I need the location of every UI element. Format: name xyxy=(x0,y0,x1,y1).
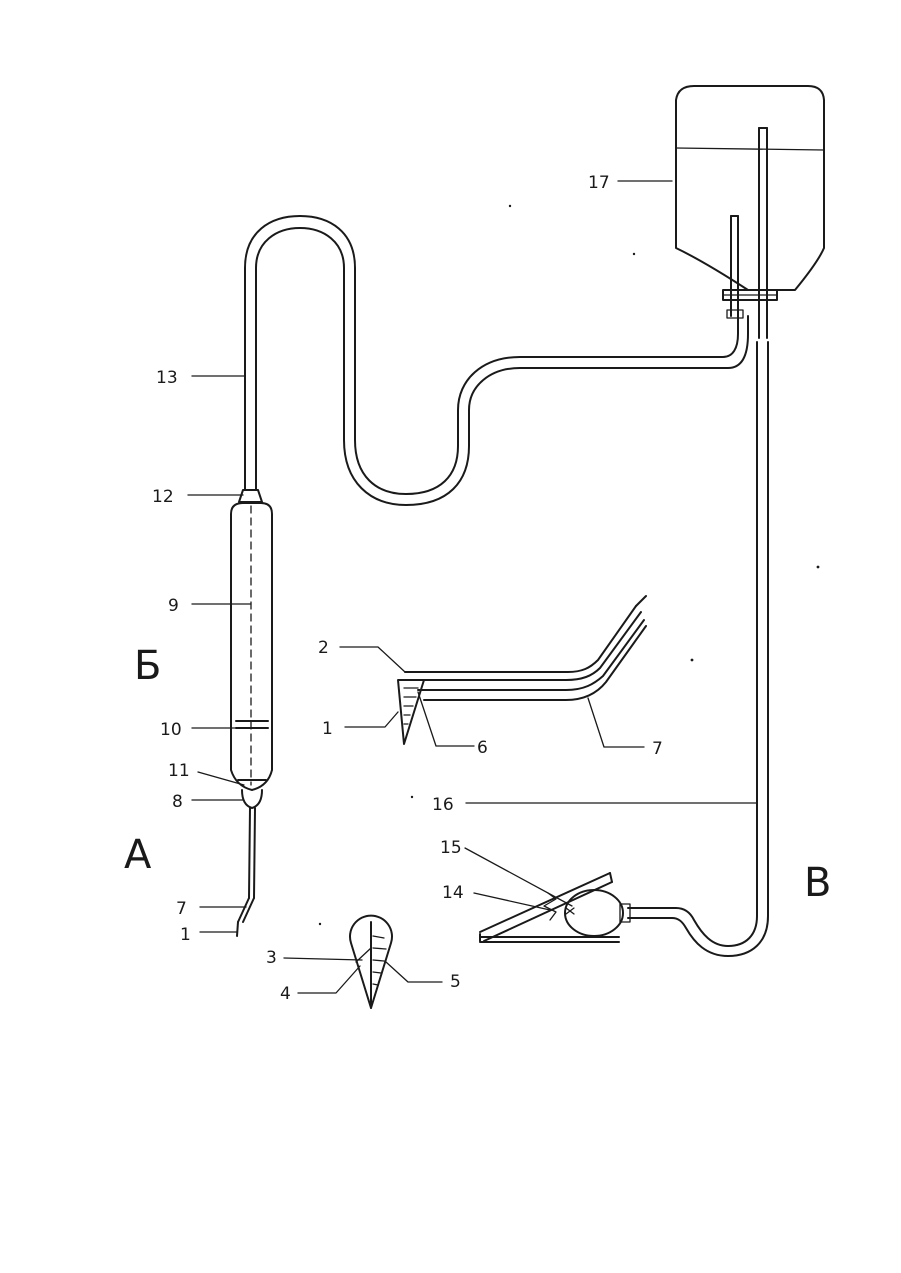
label-1-tip: 1 xyxy=(322,719,333,739)
label-15: 15 xyxy=(440,838,462,858)
section-label-v: В xyxy=(804,860,831,906)
label-12: 12 xyxy=(152,487,174,507)
label-2: 2 xyxy=(318,638,329,658)
handpiece xyxy=(231,490,272,936)
reservoir-bottle xyxy=(676,86,824,338)
label-8: 8 xyxy=(172,792,183,812)
leader-lines xyxy=(188,181,757,993)
label-5: 5 xyxy=(450,972,461,992)
label-14: 14 xyxy=(442,883,464,903)
label-6: 6 xyxy=(477,738,488,758)
enlarged-tip xyxy=(398,596,646,744)
supply-hose xyxy=(245,216,748,505)
label-4: 4 xyxy=(280,984,291,1004)
label-3: 3 xyxy=(266,948,277,968)
section-label-b: Б xyxy=(134,643,161,689)
label-7-tip: 7 xyxy=(652,739,663,759)
label-7-left: 7 xyxy=(176,899,187,919)
label-11: 11 xyxy=(168,761,190,781)
label-1-left: 1 xyxy=(180,925,191,945)
label-9: 9 xyxy=(168,596,179,616)
label-17: 17 xyxy=(588,173,610,193)
label-13: 13 xyxy=(156,368,178,388)
section-label-a: А xyxy=(124,832,152,878)
label-10: 10 xyxy=(160,720,182,740)
label-16: 16 xyxy=(432,795,454,815)
speckle-marks xyxy=(319,205,820,925)
